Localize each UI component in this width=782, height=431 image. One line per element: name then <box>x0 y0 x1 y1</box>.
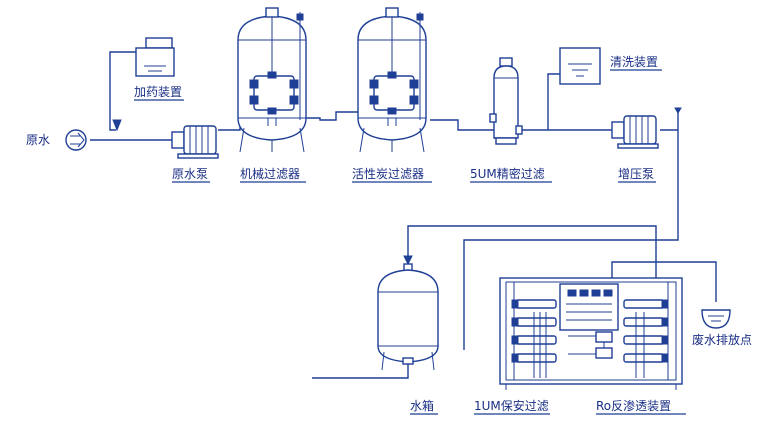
pipe-cleaning-device <box>547 73 562 130</box>
pipe-tank-outlet <box>312 362 409 379</box>
raw-water-inlet-icon <box>65 129 87 151</box>
label-raw-water: 原水 <box>26 133 50 147</box>
vent-valve-icon <box>674 107 682 114</box>
label-waste-water-discharge: 废水排放点 <box>692 332 752 347</box>
pipe-dosing-line <box>109 51 140 131</box>
label-raw-water-pump: 原水泵 <box>172 167 208 181</box>
dosing-device <box>135 37 175 77</box>
pipe-ro-waste <box>611 261 717 302</box>
label-precision-filter-5um: 5UM精密过滤 <box>470 166 545 181</box>
activated-carbon-filter-vessel <box>357 7 427 153</box>
label-dosing-device: 加药装置 <box>134 85 182 99</box>
label-ro-device: Ro反渗透装置 <box>596 398 671 413</box>
cleaning-device <box>559 47 601 85</box>
label-cleaning-device: 清洗装置 <box>610 55 658 69</box>
pipe-carbon-to-precision <box>430 119 494 131</box>
waste-water-discharge-icon <box>701 309 731 329</box>
water-tank-vessel <box>377 263 439 371</box>
label-mechanical-filter: 机械过滤器 <box>240 166 300 181</box>
label-security-filter-1um: 1UM保安过滤 <box>474 398 549 413</box>
pipe-booster-outlet <box>463 112 679 350</box>
label-booster-pump: 增压泵 <box>618 167 654 181</box>
pipe-ro-to-tank <box>407 225 657 278</box>
precision-filter-5um-vessel <box>489 57 523 145</box>
mechanical-filter-vessel <box>237 7 307 153</box>
ro-skid <box>499 277 683 390</box>
dosing-arrow-icon <box>112 119 122 132</box>
label-activated-carbon-filter: 活性炭过滤器 <box>352 167 424 181</box>
booster-pump-icon <box>611 115 659 149</box>
raw-water-pump-icon <box>171 125 219 159</box>
label-water-tank: 水箱 <box>410 398 434 413</box>
tank-inlet-arrow-icon <box>403 255 413 266</box>
pipe-mechanical-to-carbon <box>305 111 358 121</box>
